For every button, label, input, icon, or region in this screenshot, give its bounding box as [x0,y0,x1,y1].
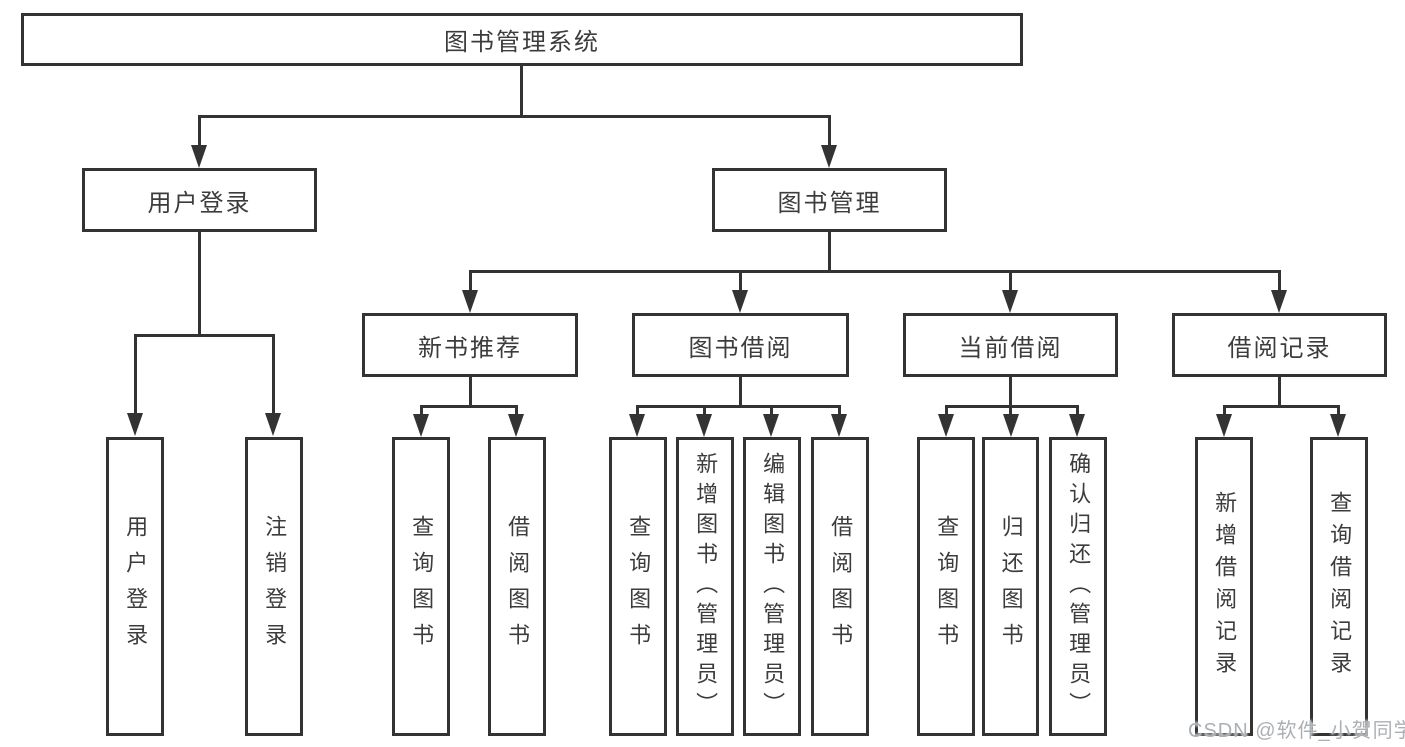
connector-line [1278,270,1281,293]
arrow-down-icon [938,414,954,437]
arrow-down-icon [462,290,478,313]
connector-line [198,115,831,118]
leaf-query-books-borrow: 查询图书 [609,437,667,736]
connector-line [134,334,137,415]
leaf-add-books-admin-label: 新增图书（管理员） [693,451,719,722]
connector-line [198,115,201,148]
node-book-management-label: 图书管理 [777,189,882,217]
leaf-query-books-current: 查询图书 [917,437,975,736]
arrow-down-icon [1271,290,1287,313]
leaf-logout: 注销登录 [245,437,303,736]
connector-line [469,270,1280,273]
connector-line [515,405,518,417]
arrow-down-icon [629,414,645,437]
node-current-borrowing-label: 当前借阅 [958,334,1063,362]
leaf-add-books-admin: 新增图书（管理员） [676,437,734,736]
connector-line [636,405,840,408]
leaf-logout-label: 注销登录 [262,514,288,659]
connector-line [739,377,742,408]
node-user-login: 用户登录 [82,168,317,232]
connector-line [1223,405,1339,408]
connector-line [469,377,472,408]
node-book-borrowing-label: 图书借阅 [688,334,793,362]
arrow-down-icon [508,414,524,437]
connector-line [703,405,706,417]
leaf-query-borrow-record-label: 查询借阅记录 [1327,490,1353,683]
connector-line [636,405,639,417]
connector-line [838,405,841,417]
connector-line [420,405,423,417]
connector-line [828,232,831,273]
leaf-query-books-recommend-label: 查询图书 [409,514,435,659]
connector-line [1009,405,1012,417]
connector-line [272,334,275,415]
arrow-down-icon [127,413,143,436]
node-book-management: 图书管理 [712,168,947,232]
node-borrowing-records: 借阅记录 [1172,313,1387,377]
node-new-book-recommendation: 新书推荐 [362,313,578,377]
leaf-user-login: 用户登录 [106,437,164,736]
leaf-return-books-label: 归还图书 [998,514,1024,659]
connector-line [1278,377,1281,408]
node-book-borrowing: 图书借阅 [632,313,849,377]
arrow-down-icon [1069,414,1085,437]
leaf-add-borrow-record: 新增借阅记录 [1195,437,1253,736]
arrow-down-icon [1002,290,1018,313]
node-current-borrowing: 当前借阅 [903,313,1118,377]
leaf-query-books-current-label: 查询图书 [934,514,960,659]
connector-line [134,334,275,337]
node-root-system-label: 图书管理系统 [444,29,600,56]
connector-line [469,270,472,293]
connector-line [1076,405,1079,417]
connector-line [520,64,523,118]
leaf-edit-books-admin-label: 编辑图书（管理员） [760,451,786,722]
leaf-borrow-books-recommend: 借阅图书 [488,437,546,736]
leaf-query-books-borrow-label: 查询图书 [626,514,652,659]
connector-line [1009,270,1012,293]
node-new-book-recommendation-label: 新书推荐 [418,334,522,362]
leaf-add-borrow-record-label: 新增借阅记录 [1212,490,1238,683]
arrow-down-icon [831,414,847,437]
node-root-system: 图书管理系统 [21,13,1023,66]
connector-line [1009,377,1012,408]
arrow-down-icon [1003,414,1019,437]
node-borrowing-records-label: 借阅记录 [1227,334,1332,362]
leaf-confirm-return-admin: 确认归还（管理员） [1049,437,1107,736]
arrow-down-icon [821,145,837,168]
leaf-borrow-books-recommend-label: 借阅图书 [505,514,531,659]
arrow-down-icon [1330,414,1346,437]
connector-line [1223,405,1226,417]
csdn-watermark: CSDN @软件_小贺同学 [1188,720,1405,742]
leaf-query-borrow-record: 查询借阅记录 [1310,437,1368,736]
arrow-down-icon [413,414,429,437]
connector-line [739,270,742,293]
node-user-login-label: 用户登录 [147,189,252,217]
arrow-down-icon [763,414,779,437]
arrow-down-icon [732,290,748,313]
leaf-return-books: 归还图书 [982,437,1039,736]
arrow-down-icon [1216,414,1232,437]
connector-line [198,232,201,337]
connector-line [1337,405,1340,417]
leaf-borrow-books: 借阅图书 [811,437,869,736]
leaf-user-login-label: 用户登录 [123,514,149,659]
arrow-down-icon [191,145,207,168]
leaf-edit-books-admin: 编辑图书（管理员） [743,437,801,736]
connector-line [828,115,831,148]
connector-line [770,405,773,417]
connector-line [420,405,518,408]
leaf-confirm-return-admin-label: 确认归还（管理员） [1066,451,1092,722]
arrow-down-icon [696,414,712,437]
leaf-borrow-books-label: 借阅图书 [828,514,854,659]
leaf-query-books-recommend: 查询图书 [392,437,450,736]
arrow-down-icon [265,413,281,436]
connector-line [945,405,948,417]
